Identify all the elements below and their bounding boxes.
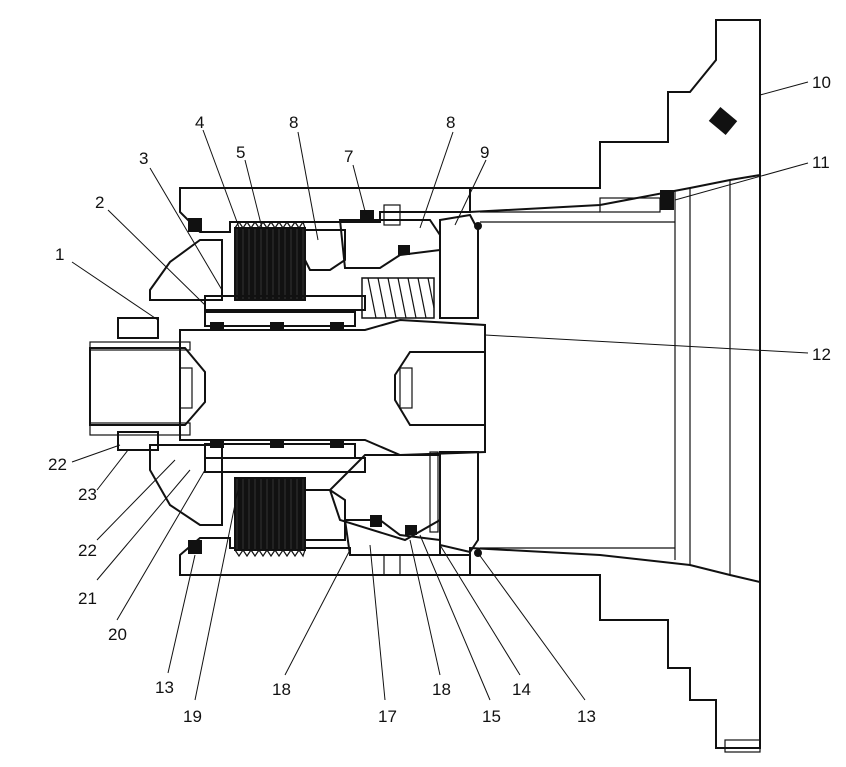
label-8-right: 8	[446, 113, 455, 132]
sleeve	[204, 295, 366, 473]
shaft	[89, 318, 486, 457]
coil-top	[234, 220, 306, 301]
small-parts	[360, 204, 482, 576]
leader-lines	[71, 81, 809, 701]
label-5: 5	[236, 143, 245, 162]
label-8-left: 8	[289, 113, 298, 132]
label-11: 11	[812, 153, 830, 172]
coil-bottom	[234, 477, 306, 558]
label-19: 19	[183, 707, 202, 726]
spring	[361, 277, 435, 319]
label-7: 7	[344, 147, 353, 166]
label-2: 2	[95, 193, 104, 212]
label-3: 3	[139, 149, 148, 168]
label-15: 15	[482, 707, 501, 726]
label-17: 17	[378, 707, 397, 726]
label-13-right: 13	[577, 707, 596, 726]
armature	[304, 219, 441, 556]
label-20: 20	[108, 625, 127, 644]
callout-labels: 1 2 3 4 5 8 7 8 9 10 11 12 22 23 22 21 2…	[48, 73, 831, 726]
label-23: 23	[78, 485, 97, 504]
brake-disc	[328, 213, 479, 554]
label-21: 21	[78, 589, 97, 608]
label-10: 10	[812, 73, 831, 92]
label-13-left: 13	[155, 678, 174, 697]
left-end-cap	[117, 239, 223, 526]
label-18-right: 18	[432, 680, 451, 699]
label-22-top: 22	[48, 455, 67, 474]
main-housing	[179, 187, 471, 576]
label-14: 14	[512, 680, 531, 699]
label-12: 12	[812, 345, 831, 364]
label-22-bottom: 22	[78, 541, 97, 560]
housing-flange	[469, 19, 761, 753]
label-9: 9	[480, 143, 489, 162]
label-1: 1	[55, 245, 64, 264]
label-4: 4	[195, 113, 204, 132]
label-18-left: 18	[272, 680, 291, 699]
